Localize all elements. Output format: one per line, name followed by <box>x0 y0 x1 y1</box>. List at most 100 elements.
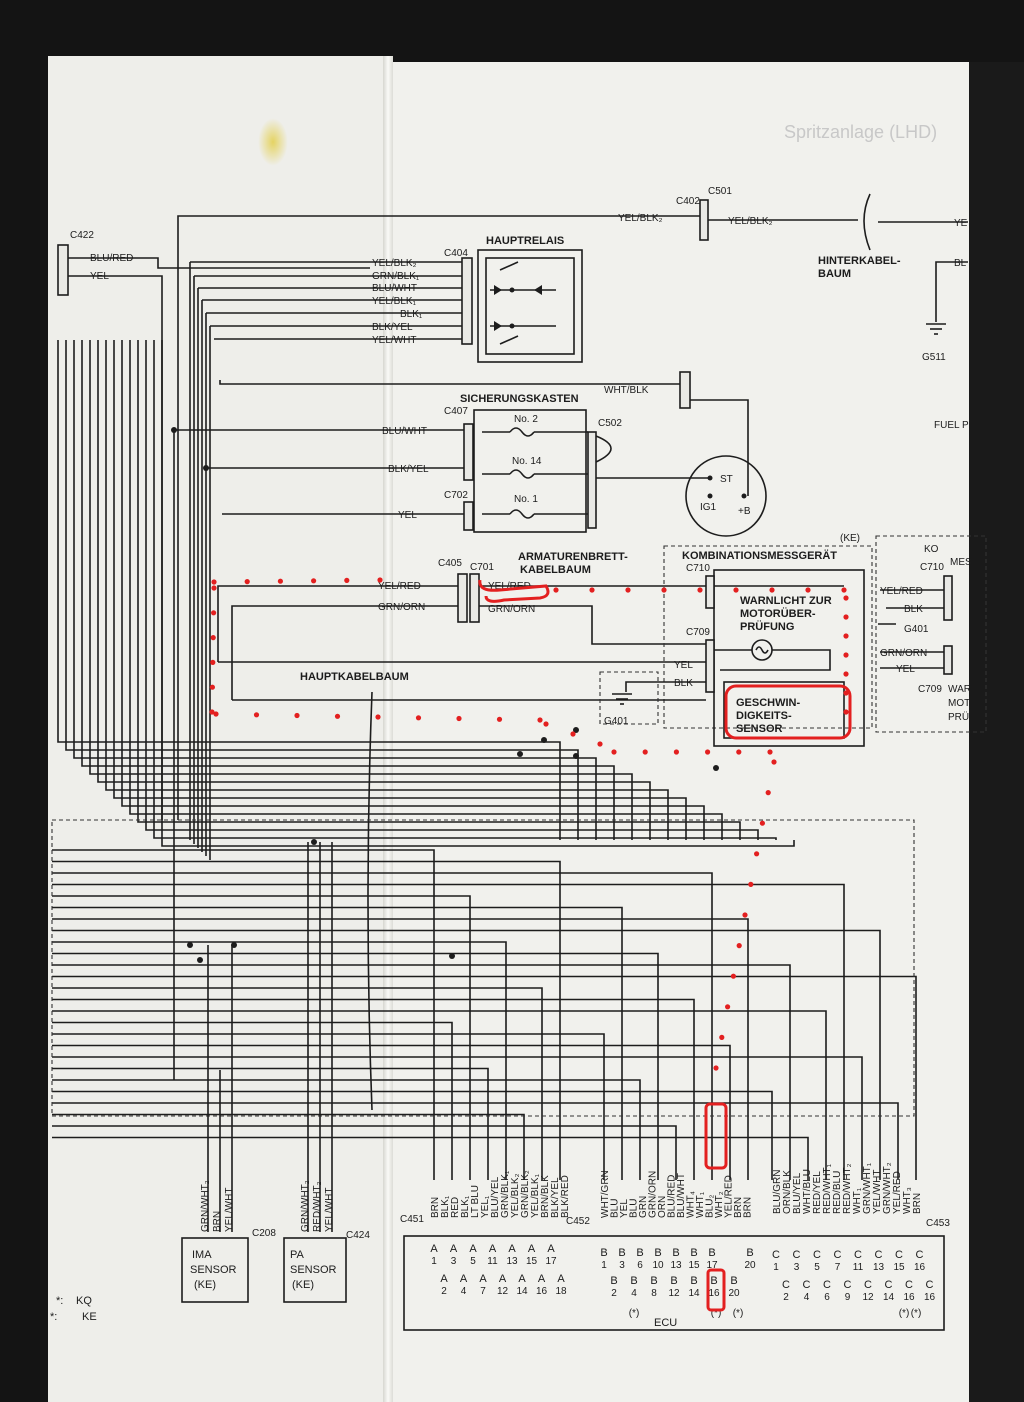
ecu-wire-label: YEL/WHT <box>872 1170 883 1214</box>
ecu-pin-number: 3 <box>794 1262 800 1273</box>
ecu-pin-letter: C <box>926 1279 934 1291</box>
bus-wire <box>52 952 659 1180</box>
ecu-wire-label: BLK/YEL <box>550 1177 561 1218</box>
ign-ig1: IG1 <box>700 502 717 513</box>
ecu-wire-label: BLK₁ <box>460 1195 471 1218</box>
ecu-pin-letter: C <box>782 1279 790 1291</box>
ecu-pin-letter: B <box>690 1275 697 1287</box>
legend-text-1: KQ <box>76 1295 92 1307</box>
red-box-wire <box>704 1102 728 1170</box>
ecu-pin-letter: A <box>450 1243 458 1255</box>
ecu-pin-number: 7 <box>835 1262 841 1273</box>
ecu-pin-number: 4 <box>804 1292 810 1303</box>
ecu-pin-letter: C <box>844 1279 852 1291</box>
bus-outline <box>51 819 915 1117</box>
ecu-star-note: (*) <box>899 1308 910 1319</box>
ecu-pin-letter: A <box>528 1243 536 1255</box>
ecu-wire-label: GRN/BLK₂ <box>520 1170 531 1218</box>
bus-wire <box>52 895 471 1180</box>
right-partial-war: WAR <box>948 684 971 695</box>
bus-wire-upper <box>57 340 561 840</box>
ecu-pin-number: 16 <box>708 1288 720 1299</box>
wire-right-top-1: YE <box>954 218 968 229</box>
label-armaturen-2: KABELBAUM <box>520 564 591 576</box>
ecu-pin-number: 14 <box>688 1288 700 1299</box>
label-c422: C422 <box>70 230 94 241</box>
ecu-wire-label: YEL <box>619 1199 630 1218</box>
red-dot <box>759 820 766 826</box>
connector-c709r <box>943 645 953 675</box>
ecu-pin-letter: C <box>916 1249 924 1261</box>
wire-pa-1: GRN/WHT₂ <box>300 1180 311 1232</box>
wire-wht-blk: WHT/BLK <box>604 385 649 396</box>
wire-ima-2: BRN <box>212 1211 223 1232</box>
red-dot <box>210 659 216 666</box>
bus-wire-upper <box>161 340 795 847</box>
ecu-pin-number: 11 <box>853 1262 864 1273</box>
ground-g511: G511 <box>922 352 946 363</box>
bleed-through-title: Spritzanlage (LHD) <box>784 122 938 142</box>
junction-dot <box>311 839 317 845</box>
wire-relay-6: BLK/YEL <box>372 322 413 333</box>
ecu-wire-label: BLU₂ <box>705 1195 716 1218</box>
legend-text-2: KE <box>82 1311 97 1323</box>
connector-c710 <box>705 575 715 609</box>
ecu-pin-letter: A <box>557 1273 565 1285</box>
label-hauptrelais: HAUPTRELAIS <box>486 235 564 247</box>
bus-wire <box>52 929 881 1180</box>
ecu-wire-label: WHT₃ <box>902 1187 913 1214</box>
ecu-wire-label: WHT₁ <box>695 1191 706 1218</box>
right-partial-outline <box>875 535 987 733</box>
bus-wire <box>52 987 543 1180</box>
red-dot <box>736 749 742 755</box>
label-c404: C404 <box>444 248 468 259</box>
red-dot <box>769 587 775 593</box>
red-box-geschwin <box>724 684 852 740</box>
wire-right-comb-1: YEL/RED <box>880 586 923 597</box>
ecu-pin-letter: C <box>772 1249 780 1261</box>
red-dot <box>611 749 617 755</box>
ecu-pin-number: 10 <box>652 1260 664 1271</box>
label-hinterkabel-1: HINTERKABEL- <box>818 255 901 267</box>
ecu-pins: A1A3A5A11A13A15A17A2A4A7A12A14A16A18B1B3… <box>430 1243 935 1319</box>
ecu-pin-number: 1 <box>601 1260 607 1271</box>
red-dot <box>210 635 216 641</box>
bus-wire <box>52 860 561 1180</box>
connector-c502 <box>587 431 597 529</box>
bus-wire <box>52 1033 605 1180</box>
wire-relay-5: BLK₁ <box>400 309 423 320</box>
wire-relay-3: BLU/WHT <box>372 283 417 294</box>
red-dot <box>713 1065 719 1071</box>
red-dot <box>843 709 849 715</box>
pa-sensor <box>283 1237 347 1303</box>
ecu-pin-number: 8 <box>651 1288 657 1299</box>
ecu-wire-label: ORN/BLK <box>782 1170 793 1214</box>
red-dot <box>311 578 317 584</box>
ecu-wire-label: WHT₂ <box>714 1191 725 1218</box>
harness-bracket <box>863 193 871 251</box>
ecu-wire-label: BLU/GRN <box>772 1170 783 1214</box>
red-dot <box>725 1004 731 1010</box>
bus-wire-upper <box>81 340 615 840</box>
ecu-pin-letter: A <box>440 1273 448 1285</box>
g401-outline <box>599 671 659 725</box>
ecu-wire-label: BLU/YEL <box>490 1176 501 1218</box>
red-dot <box>742 912 748 918</box>
fuse-no1: No. 1 <box>514 494 538 505</box>
ecu-wire-label: BRN <box>430 1197 441 1218</box>
ecu-pin-letter: C <box>813 1249 821 1261</box>
ecu-pin-number: 3 <box>619 1260 625 1271</box>
bus-wire <box>52 1021 453 1180</box>
ecu-pin-letter: C <box>905 1279 913 1291</box>
geschwin-3: SENSOR <box>736 723 783 735</box>
right-partial-ko: KO <box>924 544 939 555</box>
ecu-label: ECU <box>654 1317 677 1329</box>
label-c402: C402 <box>676 196 700 207</box>
ecu-wire-label: BLU/YEL <box>792 1172 803 1214</box>
connector-c407 <box>463 423 474 481</box>
red-dot <box>553 587 559 593</box>
ecu-wire-label: BLU <box>610 1199 621 1218</box>
red-dot <box>209 709 215 715</box>
red-dot <box>642 749 648 755</box>
ecu-pin-number: 1 <box>773 1262 779 1273</box>
